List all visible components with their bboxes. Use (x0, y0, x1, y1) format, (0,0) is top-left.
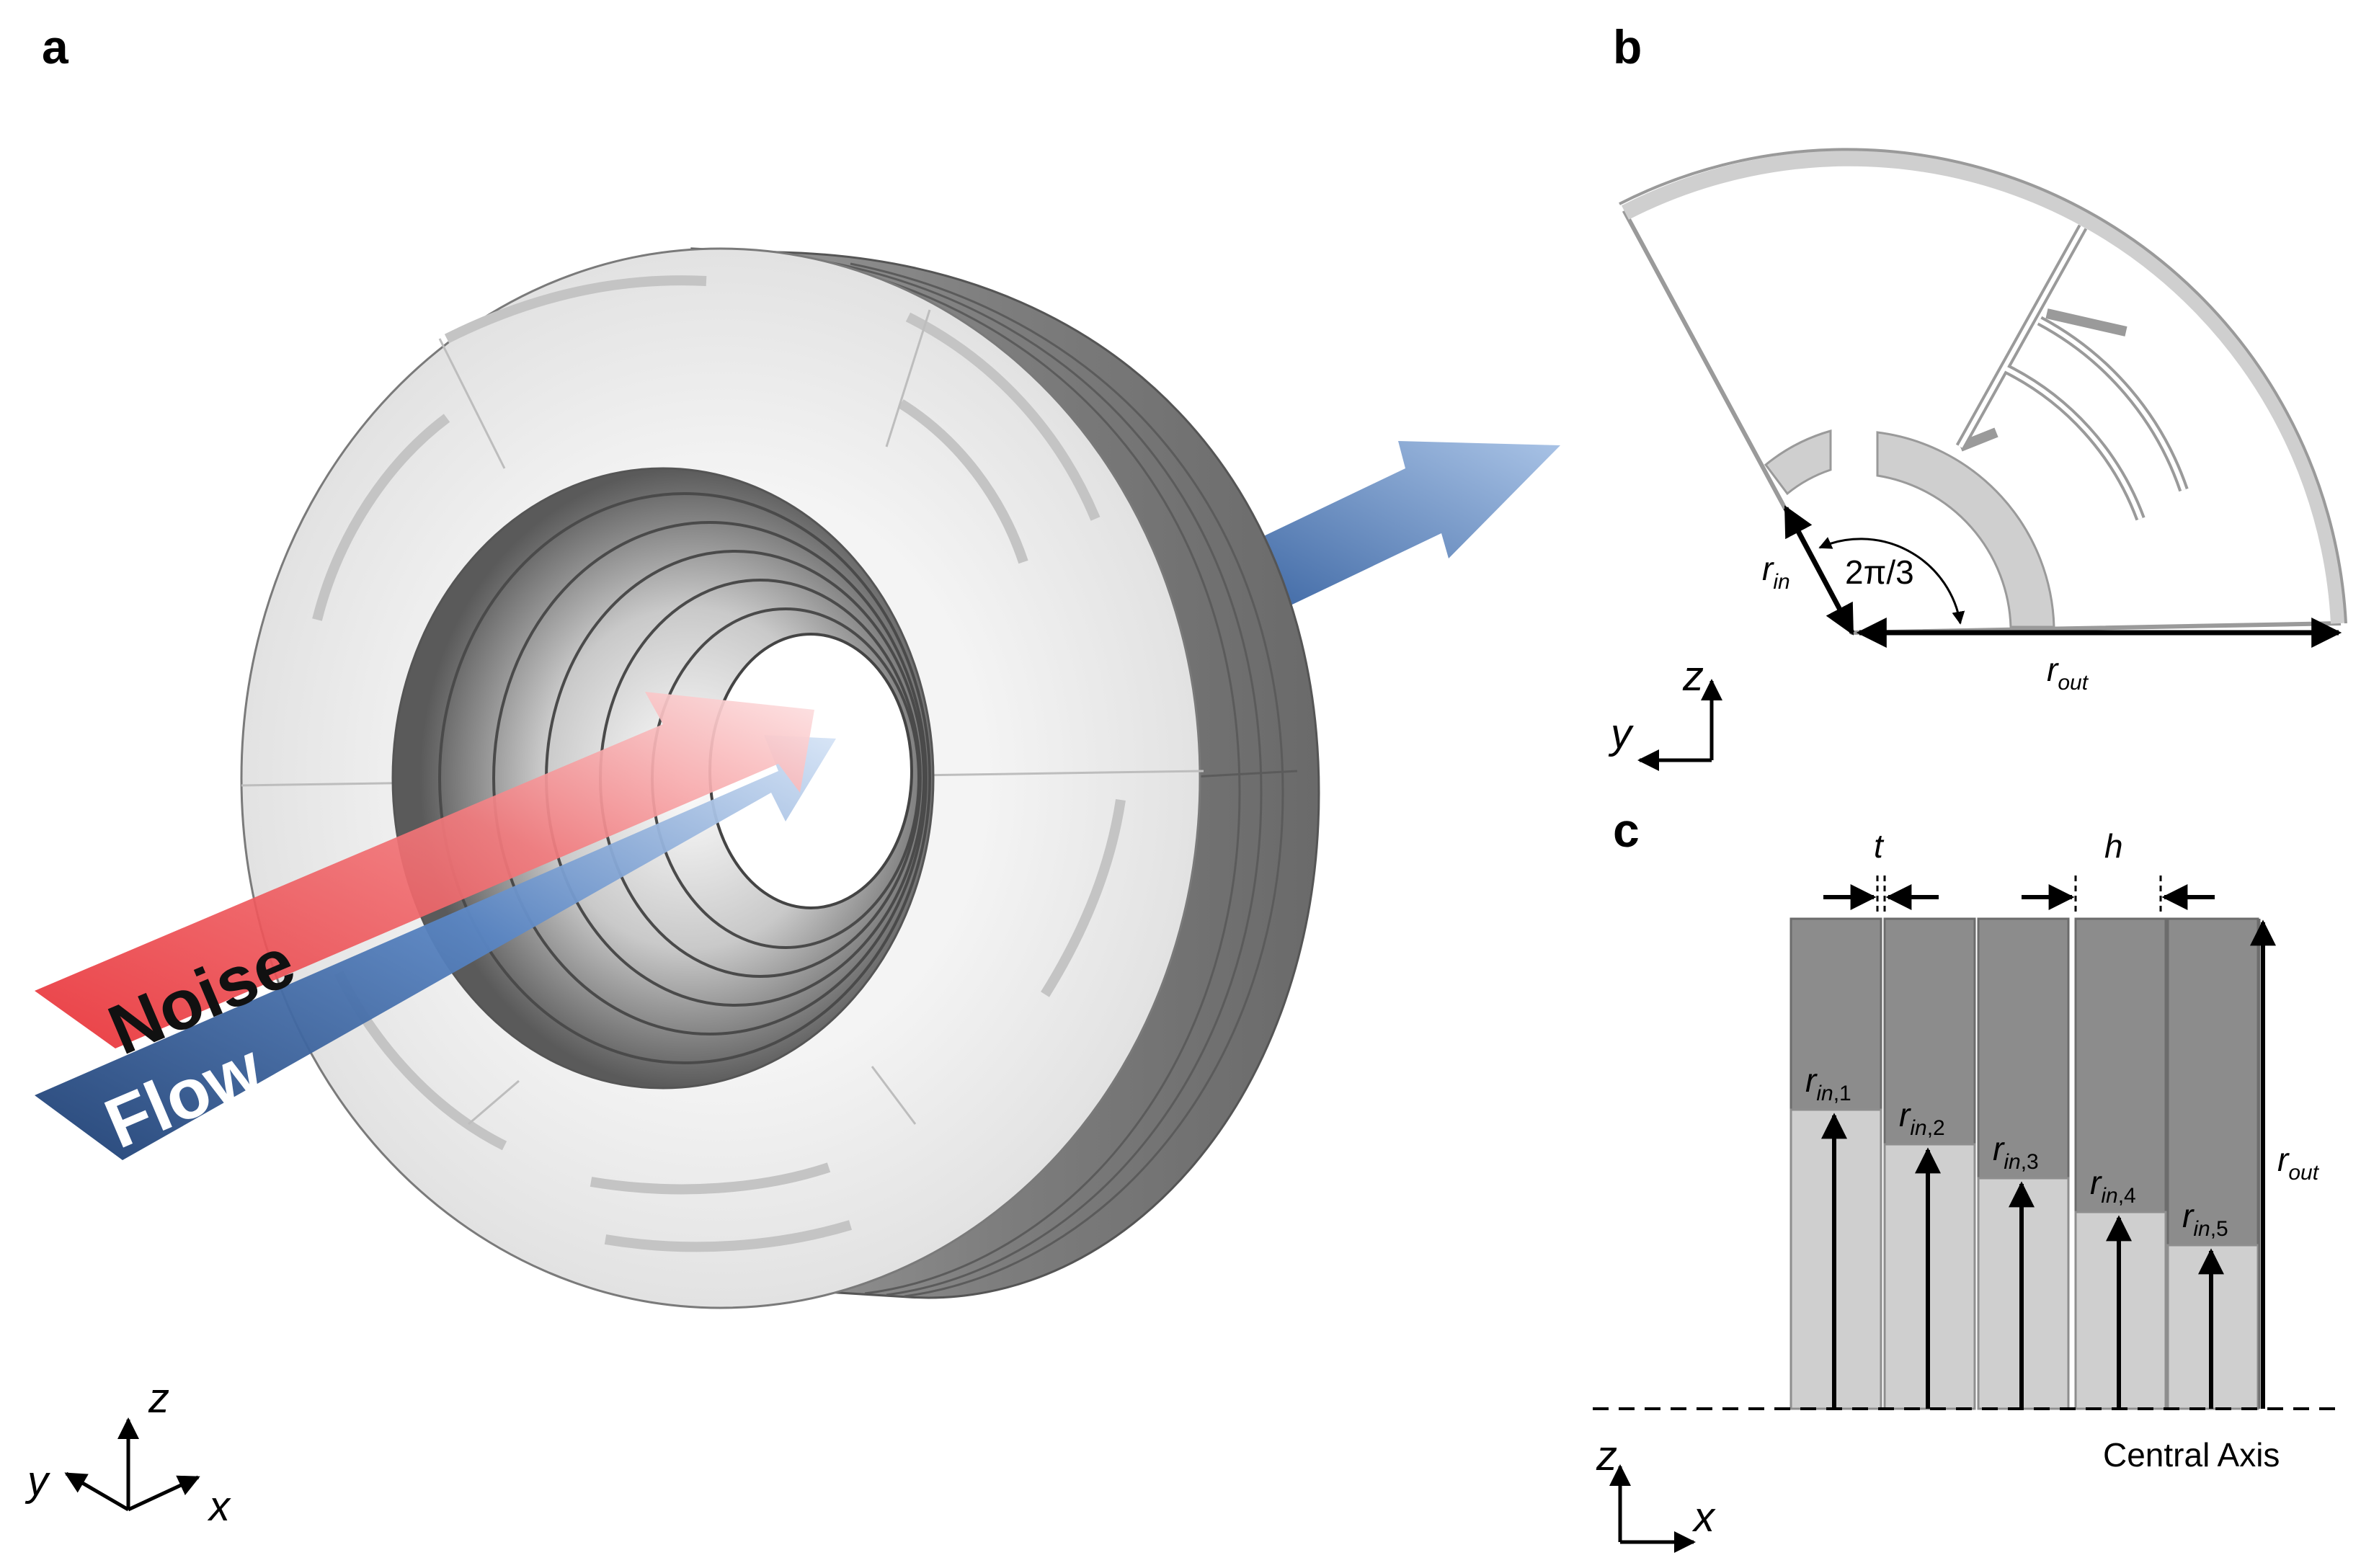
panel-label-b: b (1613, 20, 1642, 74)
stage-5-upper (2166, 917, 2259, 1247)
h-label: h (2104, 827, 2123, 865)
angle-label: 2π/3 (1845, 553, 1914, 591)
axis-z-label-a: z (148, 1375, 169, 1422)
sector-outline (1622, 156, 2342, 636)
panel-a-liner: Noise Flow (35, 247, 1560, 1309)
r-in-label-1: rin,1 (1805, 1061, 1851, 1105)
bore-stages (438, 492, 931, 1064)
flow-arrow-exit (1240, 441, 1560, 612)
panel-c-section: rin,1 rin,2 rin,3 rin,4 rin,5 Central Axis t… (1593, 827, 2339, 1474)
stage-2-upper (1883, 917, 1976, 1146)
r-in-label-5: rin,5 (2182, 1197, 2228, 1241)
r-in-label-2: rin,2 (1899, 1096, 1945, 1140)
axis-x-label-a: x (207, 1483, 231, 1530)
axis-y-label-a: y (25, 1458, 50, 1505)
liner-layer-lines (792, 257, 1298, 1298)
panel-a-axes (64, 1417, 200, 1512)
r-in-label-4: rin,4 (2090, 1164, 2136, 1208)
panel-c-axes (1609, 1464, 1696, 1553)
t-label: t (1874, 827, 1885, 865)
axis-z-label-c: z (1596, 1433, 1617, 1479)
panel-label-a: a (42, 20, 69, 74)
panel-label-c: c (1613, 803, 1640, 857)
central-axis-label: Central Axis (2103, 1436, 2280, 1474)
flow-arrow (35, 735, 836, 1160)
noise-arrow (35, 692, 814, 1048)
axis-x-label-c: x (1691, 1494, 1716, 1541)
panel-b-axes (1637, 679, 1722, 771)
axis-z-label-b: z (1682, 653, 1704, 700)
r-in-label-b: rin (1762, 550, 1790, 594)
stage-4-upper (2074, 917, 2167, 1213)
stage-3-upper (1977, 917, 2070, 1180)
inner-cell-arc (1764, 429, 1832, 496)
axis-y-label-b: y (1608, 710, 1634, 757)
r-out-label-b: rout (2047, 651, 2089, 695)
r-out-label-c: rout (2277, 1141, 2320, 1185)
panel-b-sector: rin 2π/3 rout (1619, 148, 2347, 695)
r-in-label-3: rin,3 (1993, 1130, 2039, 1174)
